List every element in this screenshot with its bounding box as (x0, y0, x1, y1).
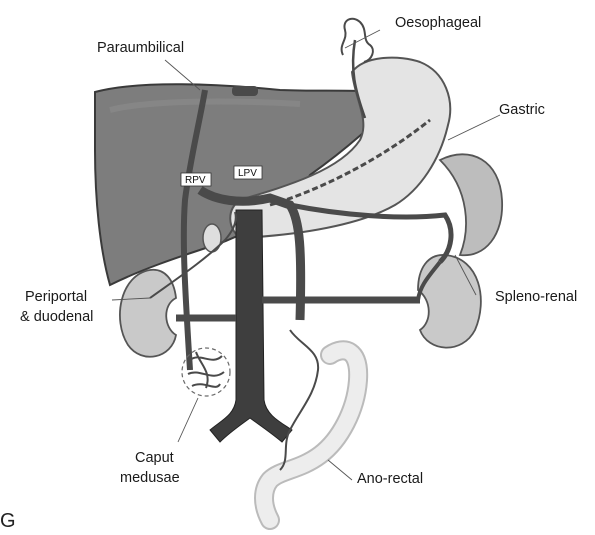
caput-medusae (182, 348, 230, 396)
label-gastric: Gastric (499, 102, 545, 118)
label-anorectal: Ano-rectal (357, 471, 423, 487)
label-caput-line1: Caput (135, 450, 174, 466)
inferior-vena-cava (210, 210, 292, 442)
left-kidney (418, 255, 481, 348)
label-periportal-line1: Periportal (25, 289, 87, 305)
label-oesophageal: Oesophageal (395, 15, 481, 31)
label-periportal-line2: & duodenal (20, 309, 93, 325)
oesophageal-varices (342, 19, 373, 62)
panel-letter: G (0, 510, 16, 533)
gallbladder (203, 224, 221, 252)
label-smv: SMV (313, 281, 335, 292)
label-lpv: LPV (238, 168, 257, 179)
label-rpv-box: RPV (181, 173, 211, 186)
label-splenorenal: Spleno-renal (495, 289, 577, 305)
label-lpv-box: LPV (234, 166, 262, 179)
label-rpv: RPV (185, 175, 206, 186)
label-paraumbilical: Paraumbilical (97, 40, 184, 56)
label-caput-line2: medusae (120, 470, 180, 486)
right-kidney (120, 270, 176, 357)
